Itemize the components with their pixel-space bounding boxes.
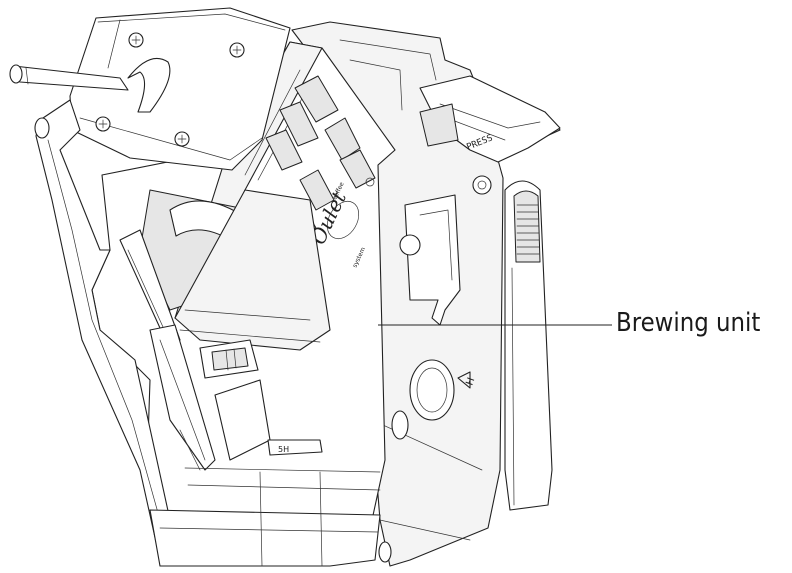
top-lever: PRESS bbox=[419, 75, 561, 163]
screw-3 bbox=[95, 116, 111, 132]
round-port: H bbox=[391, 359, 477, 440]
base-plate bbox=[149, 467, 392, 567]
linkage bbox=[119, 229, 271, 471]
screw-1 bbox=[128, 32, 144, 48]
inlet-pipe bbox=[9, 57, 171, 113]
callout-label-brewing-unit: Brewing unit bbox=[616, 308, 761, 338]
screw-4 bbox=[174, 131, 190, 147]
screw-2 bbox=[229, 42, 245, 58]
svg-text:5H: 5H bbox=[278, 445, 289, 454]
svg-text:H: H bbox=[464, 376, 477, 387]
left-frame bbox=[34, 99, 181, 561]
center-bracket: 5H bbox=[199, 339, 323, 456]
side-rail bbox=[504, 180, 553, 511]
brewing-chamber bbox=[139, 189, 331, 351]
